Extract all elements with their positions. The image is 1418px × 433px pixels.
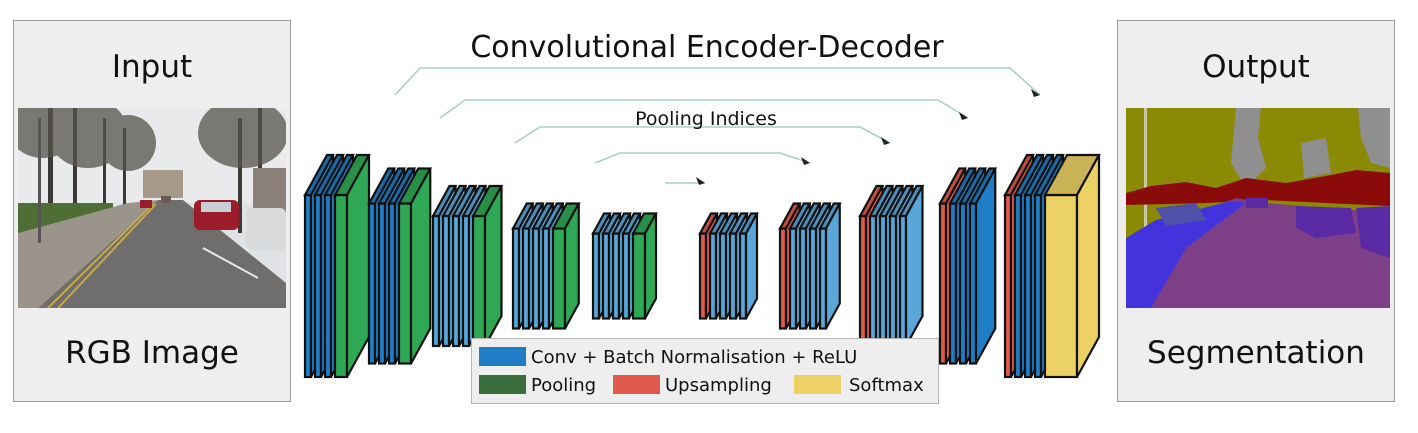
encoder-stage-5 (591, 212, 658, 320)
diagram-title: Convolutional Encoder-Decoder (470, 30, 944, 65)
layer-conv (898, 184, 925, 348)
decoder-stage-4 (938, 167, 998, 365)
connector-arrowhead (801, 157, 810, 165)
legend-conv-label: Conv + Batch Normalisation + ReLU (531, 347, 858, 368)
output-label: Output (1202, 49, 1310, 85)
legend: Conv + Batch Normalisation + ReLU Poolin… (471, 338, 939, 404)
pooling-indices-label: Pooling Indices (635, 108, 777, 130)
pooling-index-connector (394, 67, 1041, 96)
legend-pool-label: Pooling (531, 375, 597, 396)
layer-pool (471, 184, 504, 348)
decoder-stage-2 (778, 202, 842, 330)
encoder-stage-1 (303, 153, 371, 379)
layer-conv (738, 212, 759, 320)
connector-arrowhead (1031, 89, 1040, 97)
legend-conv-swatch (479, 347, 526, 366)
layer-softmax (1043, 153, 1101, 379)
legend-softmax-swatch (794, 375, 841, 394)
layer-conv (968, 167, 998, 365)
decoder-stage-5 (1003, 153, 1101, 379)
pooling-index-connector (439, 99, 969, 119)
connector-arrowhead (881, 137, 890, 145)
legend-softmax-label: Softmax (849, 375, 924, 396)
input-panel: Input (13, 20, 291, 402)
input-caption: RGB Image (65, 335, 239, 371)
connector-arrowhead (696, 177, 705, 185)
encoder-stage-2 (367, 167, 433, 365)
output-panel: Output Segmentation (1117, 20, 1395, 402)
input-rgb-image (18, 108, 286, 308)
decoder-stage-3 (858, 184, 925, 348)
legend-up-swatch (613, 375, 660, 394)
connector-arrowhead (959, 112, 968, 120)
output-caption: Segmentation (1147, 335, 1365, 371)
legend-pool-swatch (479, 375, 526, 394)
encoder-stage-4 (511, 202, 581, 330)
encoder-stage-3 (431, 184, 504, 348)
layer-blocks (303, 153, 1101, 379)
layer-pool (397, 167, 433, 365)
layer-pool (551, 202, 581, 330)
layer-pool (631, 212, 658, 320)
legend-up-label: Upsampling (665, 375, 772, 396)
layer-pool (333, 153, 371, 379)
pooling-index-connector (514, 126, 891, 144)
pooling-index-connector (594, 152, 811, 164)
layer-conv (818, 202, 842, 330)
decoder-stage-1 (698, 212, 759, 320)
input-label: Input (111, 49, 193, 85)
output-segmentation-map (1126, 108, 1390, 308)
pooling-index-connectors (394, 67, 1041, 185)
